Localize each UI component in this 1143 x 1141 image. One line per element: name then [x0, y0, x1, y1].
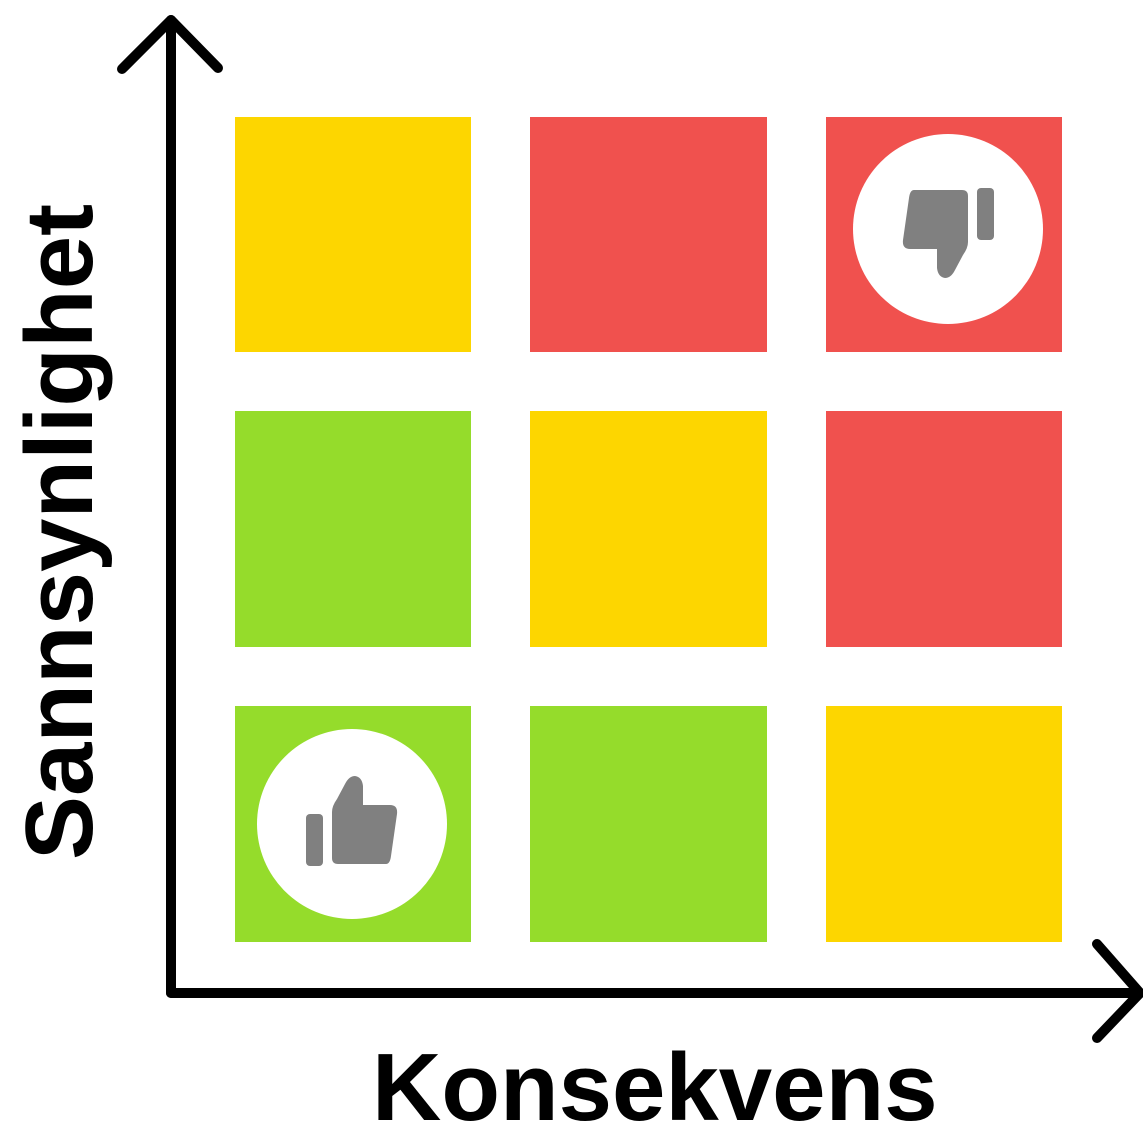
cell-r1-c1 — [235, 117, 471, 352]
cell-r2-c2 — [530, 411, 767, 647]
cell-r2-c3 — [826, 411, 1062, 647]
thumbs-down-icon — [853, 134, 1043, 324]
cell-r3-c3 — [826, 706, 1062, 942]
thumbs-up-icon — [257, 729, 447, 919]
x-axis-arrowhead — [1092, 939, 1143, 1043]
y-axis-label: Sannsynlighet — [6, 203, 113, 861]
cell-r2-c1 — [235, 411, 471, 647]
y-axis-arrowhead — [117, 15, 223, 74]
cell-r3-c2 — [530, 706, 767, 942]
cell-r1-c2 — [530, 117, 767, 352]
axes — [117, 15, 1143, 1043]
x-axis-label: Konsekvens — [372, 1034, 938, 1141]
